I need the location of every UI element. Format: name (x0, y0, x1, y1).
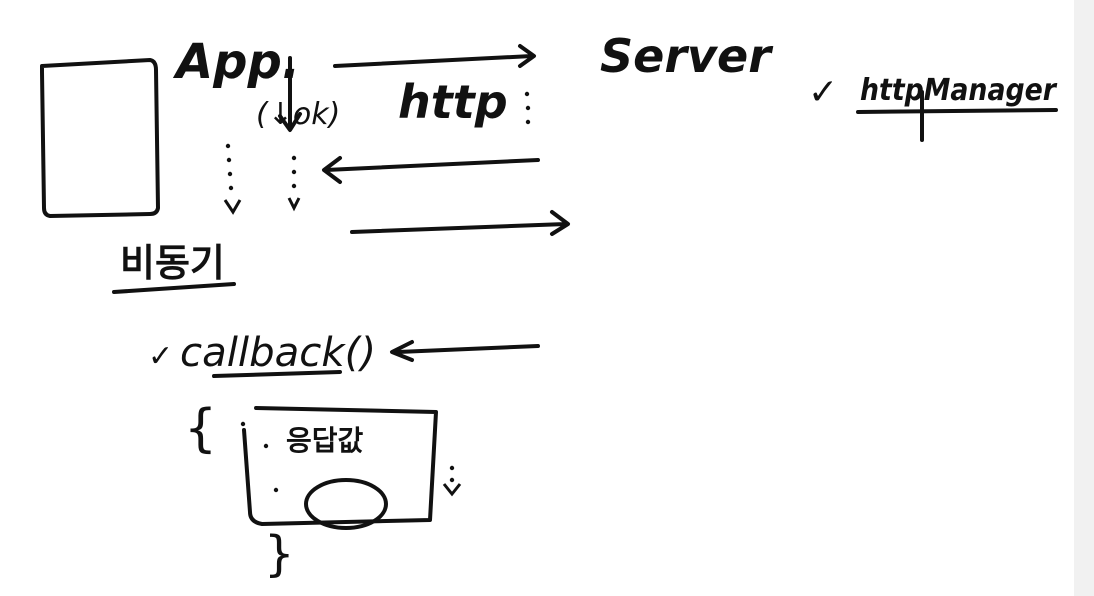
brace-close: } (264, 526, 295, 582)
server-label: Server (600, 29, 774, 83)
ok-dotted-line (287, 155, 301, 212)
response-arrow (322, 156, 540, 184)
async-label: 비동기 (120, 241, 225, 285)
async-underline (112, 282, 236, 294)
httpmanager-underline (856, 108, 1058, 114)
request-arrow (333, 44, 536, 68)
right-side-dots (442, 465, 462, 497)
server-dotted-line (524, 91, 531, 125)
response-value-label: 응답값 (286, 424, 364, 457)
box-dot (263, 443, 269, 449)
scrollbar[interactable] (1074, 0, 1094, 596)
app-label: App. (172, 34, 300, 90)
ok-label: (↓ok) (256, 97, 340, 132)
response-value-circle (304, 478, 388, 530)
callback-arrow (390, 340, 540, 362)
app-dotted-line (223, 143, 242, 215)
callback-check: ✓ (148, 339, 173, 374)
app-device-box (40, 58, 160, 218)
httpmanager-check: ✓ (808, 72, 838, 113)
http-label: http (398, 75, 508, 129)
callback-label: callback() (180, 330, 376, 376)
box-dot (240, 421, 246, 427)
httpmanager-label: httpManager (860, 73, 1058, 108)
box-dot (273, 487, 279, 493)
second-request-arrow (350, 210, 570, 236)
down-arrow-icon (278, 56, 302, 132)
callback-underline (212, 370, 342, 378)
brace-open: { (184, 399, 217, 459)
